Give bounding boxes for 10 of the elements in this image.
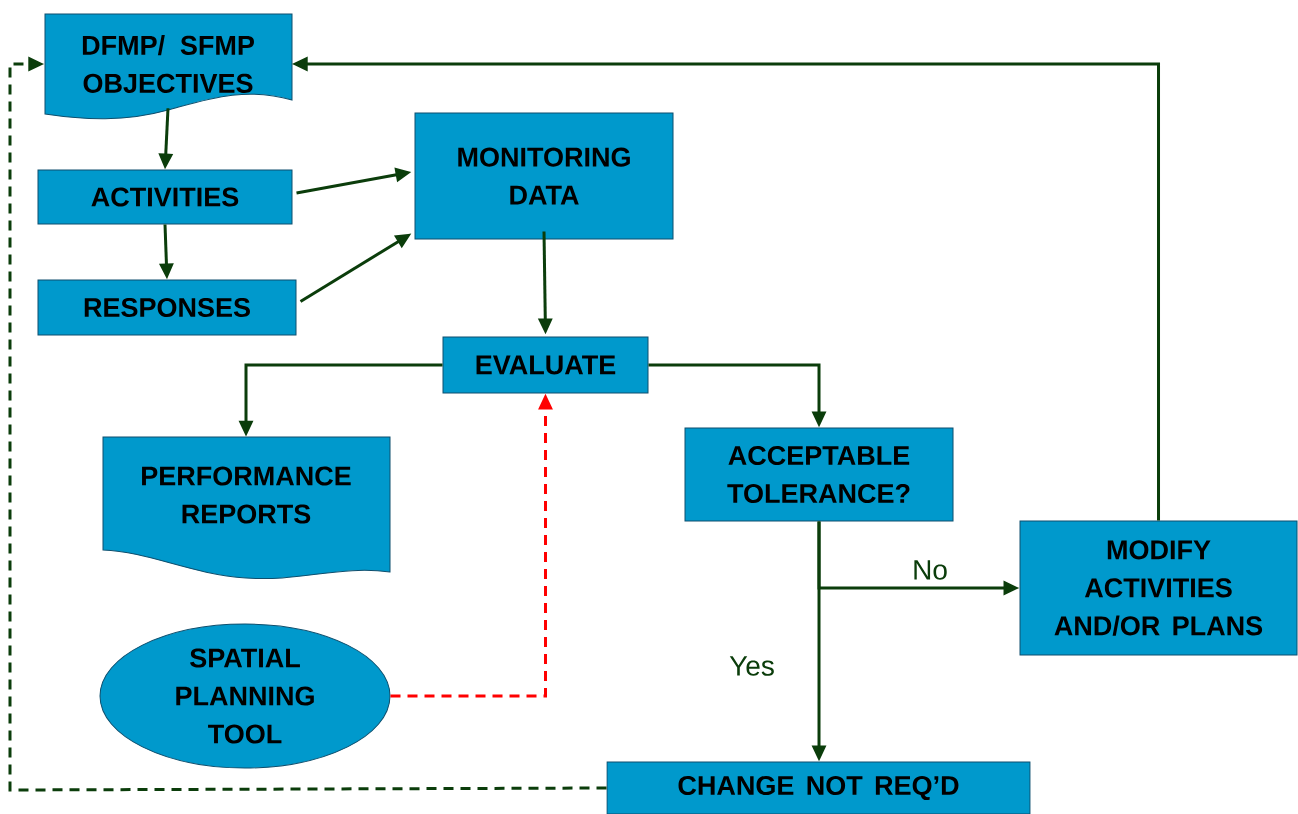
process-box: ACCEPTABLE TOLERANCE? [684, 427, 954, 522]
dashed-arrow [8, 56, 607, 792]
process-box: CHANGE NOT REQ’D [606, 761, 1031, 814]
edge-label: Yes [728, 655, 776, 677]
process-box: MODIFY ACTIVITIES AND/OR PLANS [1019, 520, 1298, 656]
process-box: EVALUATE [442, 336, 649, 394]
edge-label: No [911, 559, 949, 581]
process-box: RESPONSES [37, 279, 297, 336]
process-box: MONITORING DATA [414, 112, 674, 240]
process-box: ACTIVITIES [37, 169, 293, 225]
